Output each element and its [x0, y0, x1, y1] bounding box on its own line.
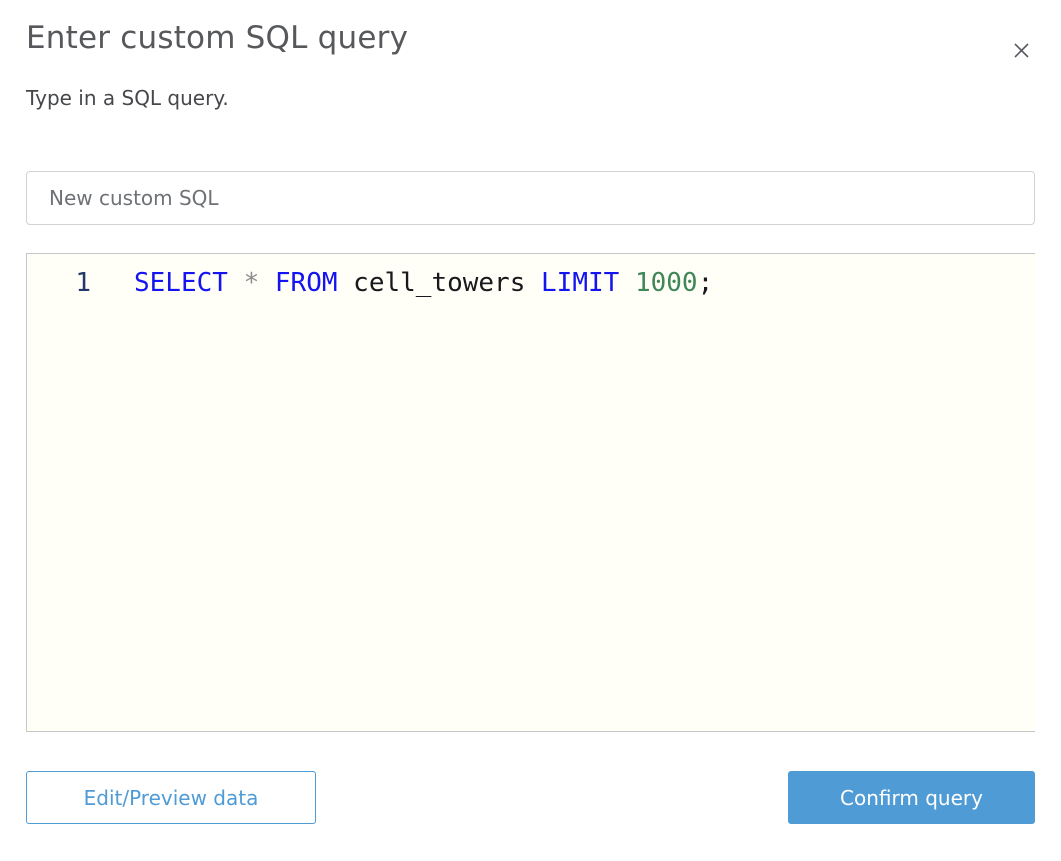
confirm-query-button[interactable]: Confirm query [788, 771, 1035, 824]
editor-lines: 1 SELECT * FROM cell_towers LIMIT 1000; [27, 267, 1035, 299]
query-name-input[interactable] [26, 171, 1035, 225]
dialog-description: Type in a SQL query. [26, 86, 229, 110]
sql-editor[interactable]: 1 SELECT * FROM cell_towers LIMIT 1000; [26, 253, 1035, 732]
code-text: SELECT * FROM cell_towers LIMIT 1000; [134, 268, 714, 298]
line-number: 1 [75, 268, 91, 298]
code-line[interactable]: 1 SELECT * FROM cell_towers LIMIT 1000; [27, 267, 1035, 299]
dialog-footer: Edit/Preview data Confirm query [26, 771, 1035, 824]
edit-preview-button[interactable]: Edit/Preview data [26, 771, 316, 824]
close-icon [1012, 41, 1031, 60]
custom-sql-dialog: Enter custom SQL query Type in a SQL que… [0, 16, 1061, 861]
page-title: Enter custom SQL query [26, 20, 409, 56]
close-button[interactable] [1005, 34, 1037, 66]
